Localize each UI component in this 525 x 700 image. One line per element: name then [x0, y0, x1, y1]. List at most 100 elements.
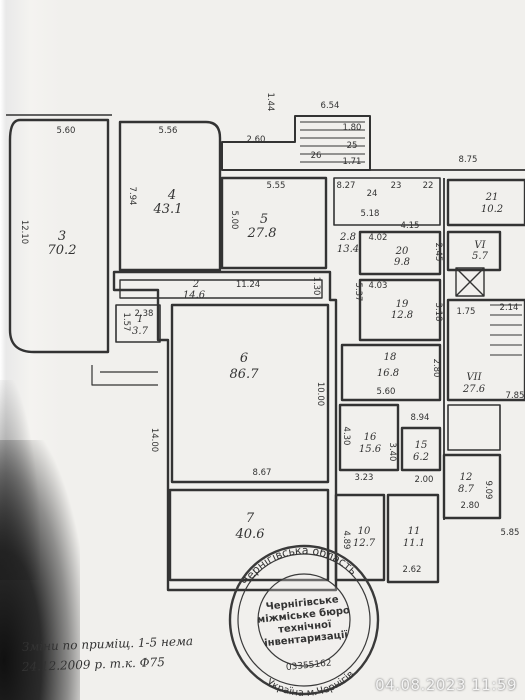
dim-4-15: 4.15	[401, 221, 420, 231]
dim-12-10: 12.10	[19, 220, 29, 244]
room-7-area: 40.6	[235, 527, 265, 542]
elevator-box	[455, 267, 485, 297]
dim-2-62: 2.62	[403, 565, 422, 575]
room-19-outline	[358, 278, 442, 342]
room-15-outline	[400, 426, 442, 472]
room-15-area: 6.2	[413, 452, 429, 463]
room-19-area: 12.8	[391, 310, 413, 321]
room-10-area: 12.7	[353, 538, 376, 549]
room-6-outline	[170, 303, 330, 484]
dim-4-02: 4.02	[369, 233, 388, 243]
dim-1-75: 1.75	[457, 307, 476, 317]
dim-4-30: 4.30	[341, 427, 351, 446]
room-vii-area: 27.6	[462, 384, 486, 395]
room-16-area: 15.6	[359, 444, 382, 455]
room-12-area: 8.7	[458, 484, 475, 495]
room-4-id: 4	[167, 188, 176, 203]
room-10-id: 10	[358, 526, 371, 537]
room-28-area: 13.4	[337, 244, 359, 255]
dim-2-38: 2.38	[135, 309, 154, 319]
room-21-area: 10.2	[481, 204, 503, 215]
dim-2-80: 2.80	[461, 501, 480, 511]
room-vi-outline	[446, 230, 502, 272]
dim-7-85: 7.85	[506, 391, 525, 401]
stamp-center-3: технічної	[278, 618, 333, 636]
dim-5-55: 5.55	[267, 181, 286, 191]
dim-2-00: 2.00	[415, 475, 434, 485]
room-11-outline	[386, 493, 440, 584]
room-15-id: 15	[415, 440, 428, 451]
dim-5-60: 5.60	[57, 126, 76, 136]
room-3-area: 70.2	[48, 243, 77, 258]
room-1-id: 1	[137, 314, 143, 325]
dim-8-75: 8.75	[459, 155, 478, 165]
dim-4-89: 4.89	[341, 531, 351, 550]
dim-8-27: 8.27	[337, 181, 356, 191]
room-3-id: 3	[58, 229, 66, 244]
room-2-id: 2	[192, 279, 199, 290]
note-line-2: 24.12.2009 р. т.к. Ф75	[21, 655, 165, 674]
dim-24: 24	[367, 189, 378, 199]
dim-5-56: 5.56	[159, 126, 178, 136]
dim-2-60: 2.60	[247, 135, 266, 145]
dim-10-00: 10.00	[315, 382, 325, 406]
room-7-outline	[168, 488, 330, 582]
room-5-outline	[220, 176, 328, 270]
room-1-outline	[115, 304, 161, 343]
dim-5-85: 5.85	[501, 528, 520, 538]
dim-2-45: 2.45	[433, 243, 443, 262]
room-vi-id: VI	[474, 240, 486, 251]
dim-1-30: 1.30	[311, 277, 321, 296]
room-6-id: 6	[240, 351, 248, 366]
dim-3-23: 3.23	[355, 473, 374, 483]
outer-wall-main	[112, 270, 338, 592]
room-16-outline	[338, 403, 400, 472]
dim-6-54: 6.54	[321, 101, 340, 111]
inventory-stamp: Чернігівська область Україна м.Чернігів …	[228, 538, 380, 700]
dim-23: 23	[391, 181, 402, 191]
room-1-area: 3.7	[132, 326, 149, 337]
dim-4-03: 4.03	[369, 281, 388, 291]
dim-26: 26	[311, 151, 322, 161]
stair-hatch	[300, 121, 365, 163]
corridor-2-outline	[119, 279, 323, 299]
room-3-outline	[8, 118, 110, 354]
dim-8-94: 8.94	[411, 413, 430, 423]
room-vi-area: 5.7	[472, 251, 489, 262]
room-5-id: 5	[260, 212, 268, 227]
dim-25: 25	[347, 141, 358, 151]
wet-rooms	[447, 404, 501, 451]
room-5-area: 27.8	[247, 226, 277, 241]
room-18-id: 18	[384, 352, 397, 363]
dim-3-40: 3.40	[387, 443, 397, 462]
room-11-id: 11	[408, 526, 421, 537]
dim-22: 22	[423, 181, 434, 191]
photo-timestamp: 04.08.2023 11:59	[375, 676, 517, 694]
dim-3-18: 3.18	[433, 303, 443, 322]
room-10-outline	[334, 493, 386, 582]
note-line-1: Зміни по примiщ. 1-5 нема	[22, 634, 194, 654]
dim-5-00: 5.00	[229, 211, 239, 230]
room-19-id: 19	[396, 299, 409, 310]
entrance-steps	[91, 365, 158, 386]
room-11-area: 11.1	[403, 538, 425, 549]
dim-2-14: 2.14	[500, 303, 519, 313]
dim-1-57: 1.57	[121, 313, 131, 332]
room-vii-id: VII	[466, 372, 482, 383]
room-18-area: 16.8	[377, 368, 399, 379]
room-18-outline	[340, 343, 442, 402]
room-7-id: 7	[246, 511, 255, 526]
room-12-id: 12	[460, 472, 473, 483]
dim-1-71: 1.71	[343, 157, 362, 167]
room-21-id: 21	[485, 192, 499, 203]
dim-2-80b: 2.80	[431, 359, 441, 378]
stamp-code: 03355162	[286, 658, 333, 673]
stair-block	[221, 115, 371, 171]
room-4-outline	[118, 120, 222, 272]
room-6-area: 86.7	[230, 367, 260, 382]
room-vii-outline	[446, 298, 525, 402]
dim-11-24: 11.24	[236, 280, 260, 290]
dim-5-37: 5.37	[353, 283, 363, 302]
room-2-area: 14.6	[183, 290, 206, 301]
